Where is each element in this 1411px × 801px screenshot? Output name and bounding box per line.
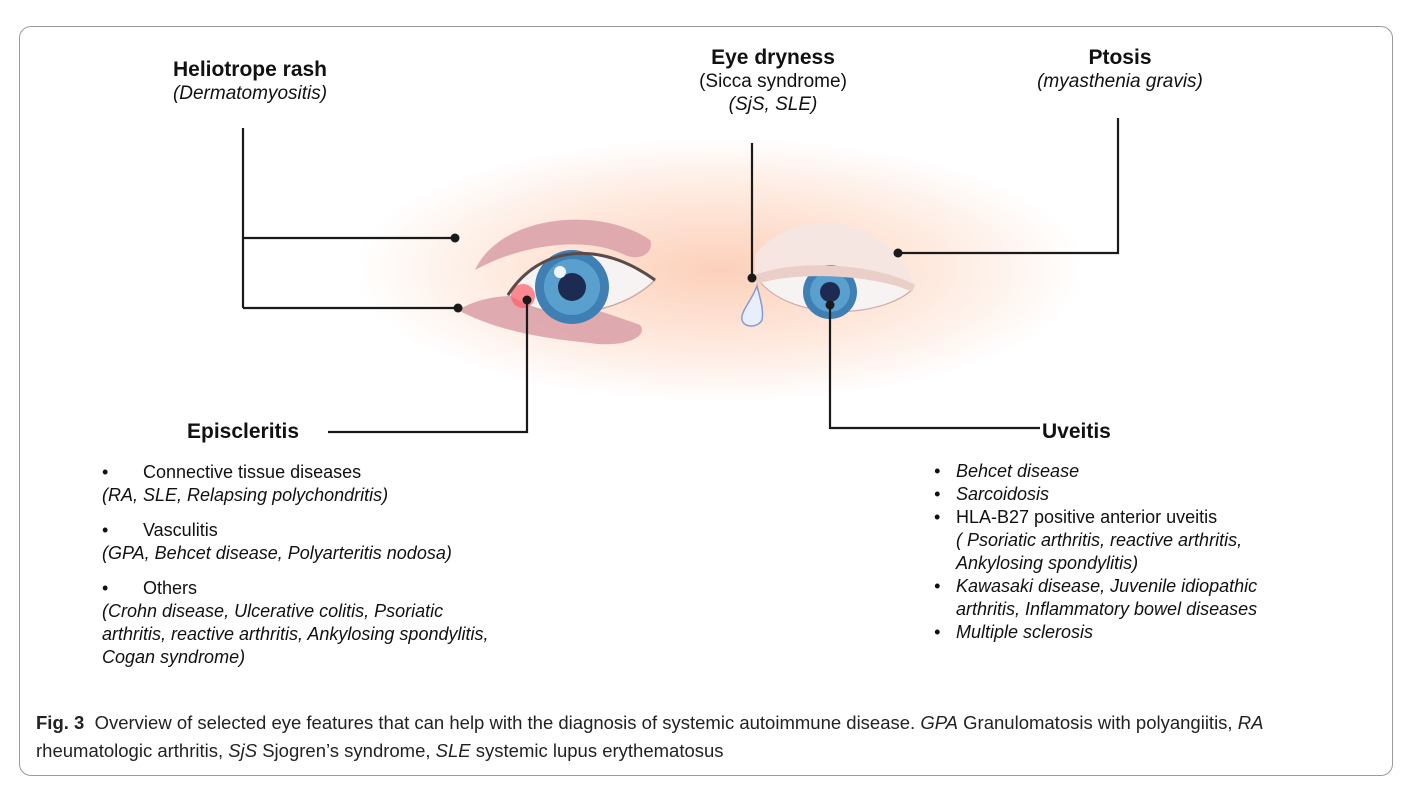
- list-item: HLA-B27 positive anterior uveitis ( Psor…: [934, 506, 1354, 575]
- list-item-head: HLA-B27 positive anterior uveitis: [956, 507, 1218, 527]
- list-item-head: Others: [143, 578, 198, 598]
- list-item-detail: (GPA, Behcet disease, Polyarteritis nodo…: [102, 543, 452, 563]
- list-item-head: Vasculitis: [143, 520, 218, 540]
- left-pupil: [558, 273, 586, 301]
- heliotrope-leader: [241, 128, 458, 310]
- list-item-detail: (Crohn disease, Ulcerative colitis, Psor…: [102, 601, 489, 667]
- list-item: Vasculitis (GPA, Behcet disease, Polyart…: [102, 519, 572, 565]
- dryness-line2: (Sicca syndrome): [699, 71, 847, 92]
- dryness-title: Eye dryness: [711, 46, 835, 69]
- caption-abbr: SjS: [228, 740, 258, 761]
- heliotrope-title: Heliotrope rash: [172, 58, 328, 81]
- ptosis-label: Ptosis (myasthenia gravis): [1010, 45, 1230, 93]
- heliotrope-subtitle: (Dermatomyositis): [172, 83, 328, 104]
- caption-abbr: SLE: [435, 740, 471, 761]
- ptosis-subtitle: (myasthenia gravis): [1037, 71, 1203, 92]
- ptosis-title: Ptosis: [1088, 46, 1152, 69]
- list-item: Kawasaki disease, Juvenile idiopathic ar…: [934, 575, 1326, 621]
- skin-glow: [360, 140, 1080, 400]
- caption-abbr: RA: [1237, 712, 1264, 733]
- list-item: Connective tissue diseases (RA, SLE, Rel…: [102, 461, 572, 507]
- uveitis-leader: [828, 305, 1040, 430]
- list-item: Sarcoidosis: [934, 483, 1354, 506]
- figure-number: Fig. 3: [36, 712, 85, 733]
- figure-caption: Fig. 3 Overview of selected eye features…: [36, 709, 1376, 765]
- list-item-detail: ( Psoriatic arthritis, reactive arthriti…: [956, 530, 1243, 573]
- list-item: Multiple sclerosis: [934, 621, 1354, 644]
- caption-def: Sjogren’s syndrome,: [257, 740, 436, 761]
- caption-abbr: GPA: [920, 712, 959, 733]
- right-eye-lid: [755, 222, 915, 285]
- caption-def: rheumatologic arthritis,: [36, 740, 229, 761]
- list-item-detail: (RA, SLE, Relapsing polychondritis): [102, 485, 389, 505]
- caption-def: systemic lupus erythematosus: [470, 740, 724, 761]
- dryness-line3: (SjS, SLE): [728, 94, 818, 115]
- uveitis-list: Behcet disease Sarcoidosis HLA-B27 posit…: [934, 460, 1354, 644]
- list-item: Others (Crohn disease, Ulcerative coliti…: [102, 577, 572, 669]
- right-pupil: [820, 282, 840, 302]
- list-item: Behcet disease: [934, 460, 1354, 483]
- tear-drop: [741, 283, 764, 327]
- list-item-head: Connective tissue diseases: [143, 462, 362, 482]
- uveitis-title: Uveitis: [1042, 420, 1111, 443]
- heliotrope-label: Heliotrope rash (Dermatomyositis): [140, 57, 360, 105]
- caption-def: Granulomatosis with polyangiitis,: [958, 712, 1238, 733]
- episcleritis-list: Connective tissue diseases (RA, SLE, Rel…: [102, 461, 572, 681]
- figure-frame: [19, 26, 1393, 776]
- dryness-label: Eye dryness (Sicca syndrome) (SjS, SLE): [660, 45, 886, 116]
- lower-rash-shape: [458, 295, 642, 345]
- upper-rash-shape: [475, 219, 651, 270]
- episcleritis-title: Episcleritis: [187, 420, 300, 443]
- caption-text: Overview of selected eye features that c…: [94, 712, 921, 733]
- episcleritis-leader: [328, 300, 529, 434]
- ptosis-leader: [898, 118, 1120, 255]
